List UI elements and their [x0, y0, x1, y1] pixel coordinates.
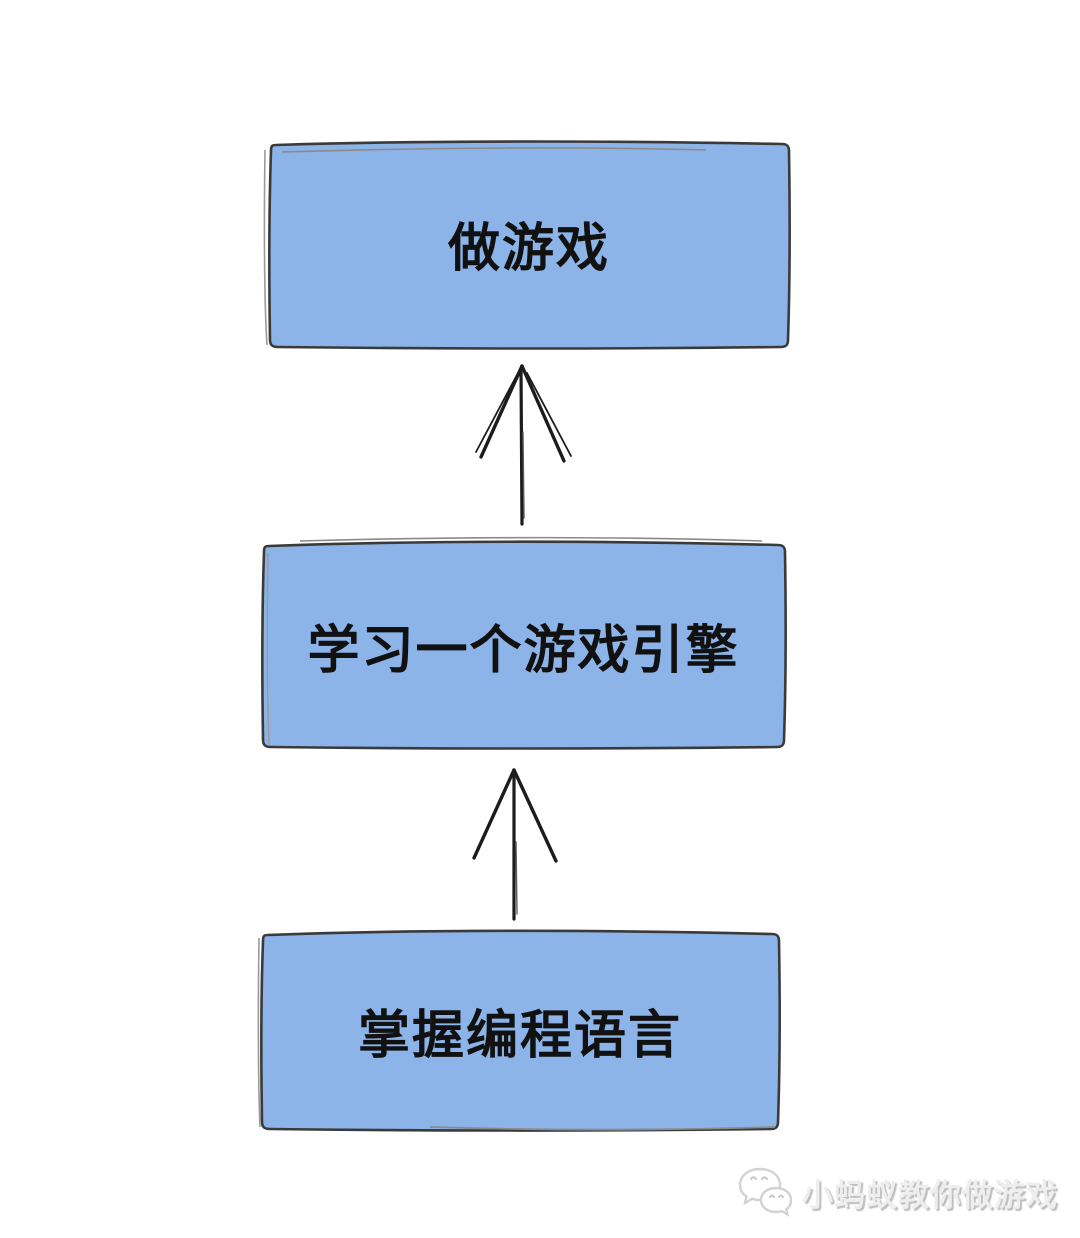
flow-node-box-middle [261, 536, 787, 750]
flow-node-box-top [263, 140, 791, 350]
arrow-up-icon [475, 364, 572, 526]
flow-node-box-bottom [257, 929, 781, 1132]
watermark-text: 小蚂蚁教你做游戏 [802, 1177, 1058, 1213]
wechat-icon [738, 1167, 793, 1217]
watermark: 小蚂蚁教你做游戏 [736, 1166, 1058, 1218]
arrow-up-icon [472, 768, 558, 921]
